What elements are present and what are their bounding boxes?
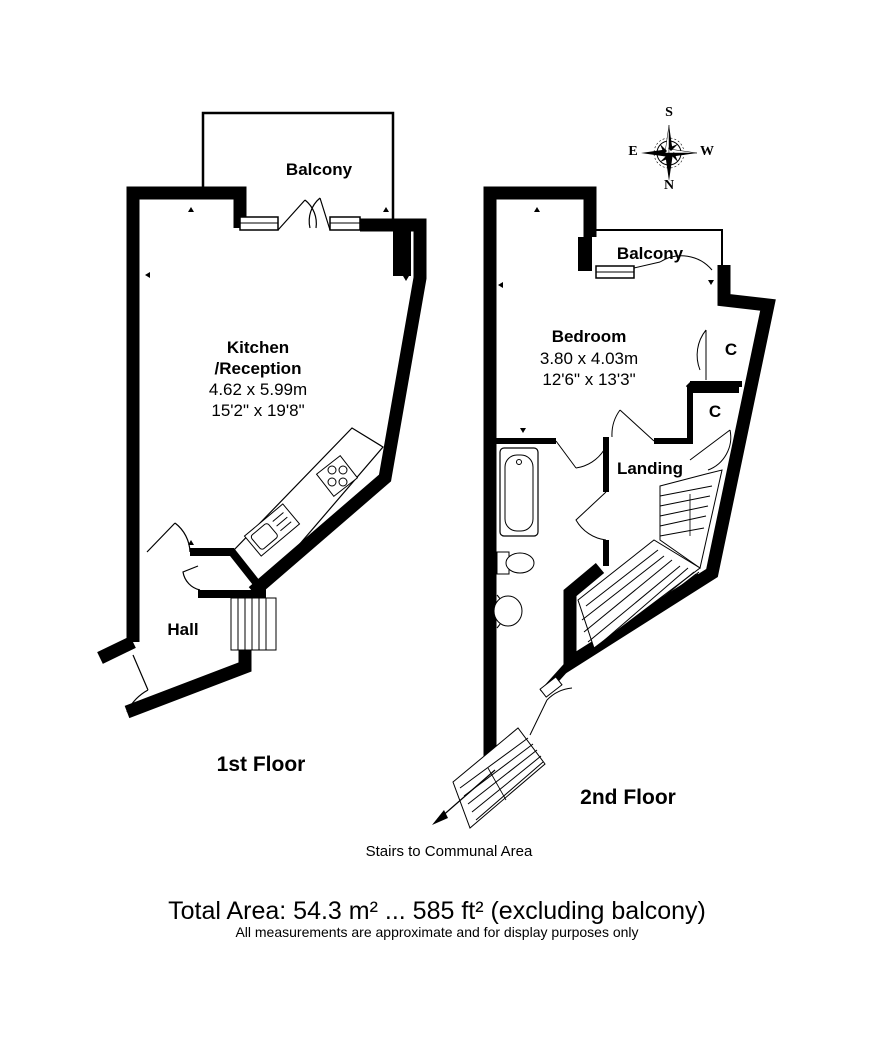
second-floor-balcony-door — [633, 255, 713, 271]
landing-label: Landing — [616, 459, 684, 478]
first-floor-exterior-wall — [248, 218, 427, 597]
kitchen-name-line1: Kitchen — [226, 338, 290, 357]
second-floor-balcony-label: Balcony — [616, 244, 684, 263]
cupboard-door — [696, 329, 707, 380]
washbasin — [493, 594, 523, 629]
second-floor-plan — [432, 186, 776, 829]
bedroom-name: Bedroom — [551, 327, 627, 346]
second-floor-wall-pillar — [578, 237, 592, 271]
communal-stairs — [452, 727, 546, 829]
kitchen-dimensions-metric: 4.62 x 5.99m — [208, 380, 308, 399]
hob — [315, 455, 359, 497]
kitchen-worktop — [231, 427, 384, 589]
bathtub — [499, 447, 539, 537]
bathroom-door — [555, 440, 605, 469]
hall-label: Hall — [167, 620, 199, 639]
compass-east-label: E — [628, 144, 638, 159]
disclaimer: All measurements are approximate and for… — [235, 924, 639, 940]
first-floor-door — [182, 565, 201, 591]
landing-stairs-upper — [659, 469, 723, 569]
cupboard-label: C — [724, 340, 738, 359]
cupboard-door — [689, 429, 732, 471]
kitchen-name-line2: /Reception — [214, 359, 302, 378]
compass-west-label: W — [700, 144, 714, 159]
first-floor-entrance-door — [126, 654, 149, 713]
communal-door-swing — [529, 687, 573, 736]
compass-north-label: N — [663, 178, 675, 193]
first-floor-balcony-label: Balcony — [285, 160, 353, 179]
first-floor-french-door — [277, 197, 331, 231]
stairs-direction-arrow — [439, 769, 496, 819]
total-area: Total Area: 54.3 m² ... 585 ft² (excludi… — [168, 897, 706, 925]
compass-south-label: S — [665, 105, 673, 120]
first-floor-hall-wall — [97, 636, 136, 664]
first-floor-hall-wall — [124, 650, 252, 719]
landing-stairs-lower — [577, 539, 701, 649]
bedroom-dimensions-imperial: 12'6" x 13'3" — [542, 370, 636, 389]
first-floor-plan — [97, 111, 427, 719]
bedroom-dimensions-metric: 3.80 x 4.03m — [539, 349, 639, 368]
toilet — [496, 551, 535, 575]
first-floor-door — [146, 522, 191, 553]
second-floor-exterior-wall — [483, 186, 597, 757]
second-floor-exterior-wall — [563, 265, 776, 675]
kitchen-dimensions-imperial: 15'2" x 19'8" — [211, 401, 305, 420]
first-floor-wall-pillar — [393, 230, 411, 276]
first-floor-stairs — [230, 597, 277, 651]
second-floor-balcony-outline — [590, 229, 723, 266]
kitchen-sink — [243, 503, 301, 557]
first-floor-title: 1st Floor — [216, 753, 306, 776]
first-floor-internal-wall — [190, 548, 266, 598]
first-floor-exterior-wall — [126, 186, 247, 642]
stairs-arrowhead — [432, 810, 448, 825]
landing-door — [575, 491, 607, 541]
bedroom-door — [611, 409, 655, 442]
first-floor-balcony-outline — [201, 111, 395, 222]
exit-door — [539, 676, 563, 698]
cupboard-label: C — [708, 402, 722, 421]
second-floor-internal-wall — [654, 381, 739, 444]
second-floor-title: 2nd Floor — [580, 786, 676, 809]
stairs-communal-note: Stairs to Communal Area — [365, 843, 533, 860]
compass-rose-icon — [641, 124, 698, 181]
